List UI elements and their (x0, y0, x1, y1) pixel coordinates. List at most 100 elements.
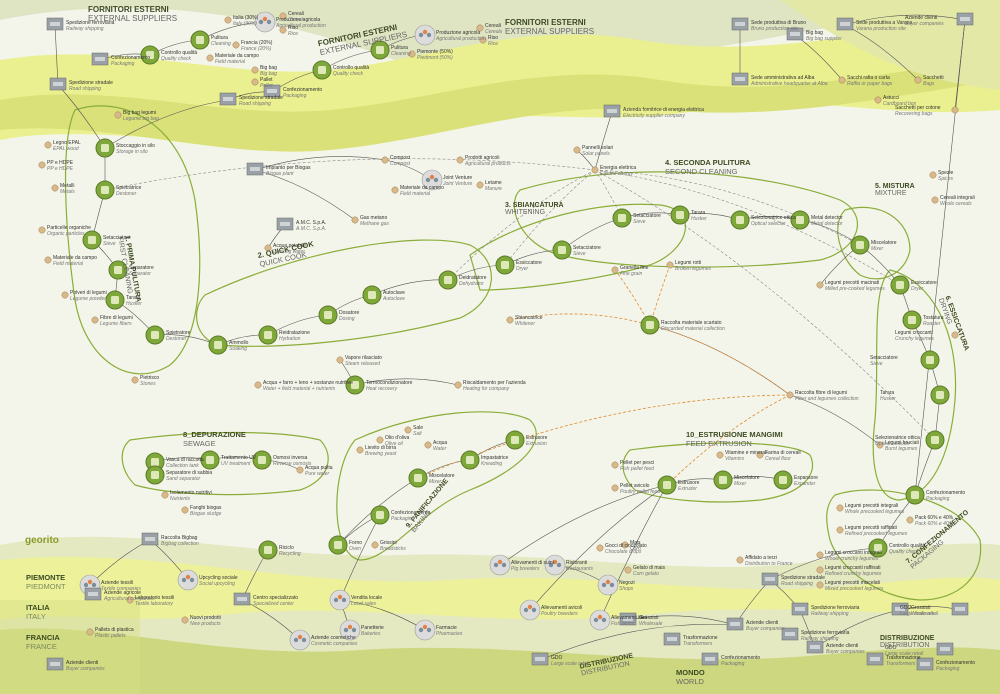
node-label: Cereali (485, 23, 501, 29)
node-label: Setacciatore (633, 213, 661, 219)
material-icon (126, 596, 134, 604)
node-sublabel: Piedmont (50%) (417, 55, 453, 61)
node-sublabel: Bags (923, 81, 935, 87)
node-sublabel: Biogas plant (266, 171, 294, 177)
node-label: Acqua potabile (273, 243, 307, 249)
node-sublabel: Collection tank (166, 463, 199, 469)
node-roaster (902, 310, 922, 330)
node-label: Riscaldamento per l'azienda (463, 380, 526, 386)
region-title: FRANCIA (26, 633, 60, 642)
node-label: Sbiancatrice (515, 315, 543, 321)
node-gdo-a (531, 652, 549, 666)
material-icon (91, 316, 99, 324)
node-sublabel: Pallet (260, 83, 273, 89)
material-icon (786, 391, 794, 399)
node-sublabel: Legume fibers (100, 321, 132, 327)
person-icon (347, 624, 353, 630)
material-icon (476, 181, 484, 189)
section-title: FORNITORI ESTERNI (88, 5, 169, 14)
node-label: Metal detector (811, 215, 843, 221)
node-sublabel: Hydration (279, 336, 301, 342)
node-label: Legumi precotti miscelati (825, 580, 881, 586)
flow-line-biogas_plant-to-methane_gas (254, 169, 356, 221)
material-icon (611, 266, 619, 274)
node-sublabel: Destoner (166, 336, 187, 342)
node-label: Francia (20%) (241, 40, 273, 46)
machine-glyph (111, 296, 119, 304)
node-alba-admin (731, 72, 749, 86)
machine-glyph (351, 381, 359, 389)
node-transformers-a (663, 632, 681, 646)
node-cardboard-box (874, 96, 882, 104)
person-icon (258, 19, 264, 25)
node-mixer-bake (408, 468, 428, 488)
node-steam (336, 356, 344, 364)
node-heat-recovery (345, 375, 365, 395)
node-sublabel: Agricultural companies (104, 596, 155, 602)
node-sublabel: Soaking (229, 346, 248, 352)
node-rice-b (479, 36, 487, 44)
node-sublabel: France (20%) (241, 46, 272, 52)
node-sublabel: Large scale retail (900, 611, 939, 617)
node-sublabel: Packaging (926, 496, 950, 502)
node-sublabel: Agricultural products (465, 161, 511, 167)
node-sublabel: Steam released (345, 361, 381, 367)
node-label: Selezionatrice ottica (751, 215, 796, 221)
material-icon (181, 616, 189, 624)
node-sublabel: Corn gelato (633, 571, 659, 577)
node-label: Trasformazione (683, 635, 718, 641)
node-sublabel: Dosing (339, 316, 355, 322)
machine-glyph (856, 241, 864, 249)
node-label: Raccolta Bigbag (161, 535, 198, 541)
person-icon (497, 559, 503, 565)
person-icon (556, 562, 562, 568)
node-sublabel: Olive oil (385, 441, 403, 447)
material-icon (479, 36, 487, 44)
node-quality-check-c (868, 538, 888, 558)
node-wood-pallet (44, 141, 52, 149)
node-label: Controllo qualità (333, 65, 370, 71)
node-label: Granella fine (620, 265, 649, 271)
node-gdo-b (951, 602, 969, 616)
node-organic-particles (38, 226, 46, 234)
person-icon (433, 177, 439, 183)
material-icon (44, 256, 52, 264)
node-sublabel: Heat recovery (366, 386, 398, 392)
node-label: Gocci di cioccolato (605, 543, 647, 549)
node-sublabel: Salt (413, 431, 422, 437)
node-sublabel: Field material (400, 191, 431, 197)
window-icon (88, 592, 98, 596)
machine-glyph (676, 211, 684, 219)
node-piemonte-50 (408, 50, 416, 58)
material-icon (391, 186, 399, 194)
node-sublabel: Spices (938, 176, 954, 182)
node-corn (621, 541, 629, 549)
node-vitamins (716, 451, 724, 459)
node-selector (730, 210, 750, 230)
node-label: Vasca di raccolta (166, 457, 204, 463)
machine-glyph (368, 291, 376, 299)
person-icon (418, 32, 424, 38)
node-label: Confezionamento (111, 55, 151, 61)
node-sublabel: Fish pellet feed (620, 466, 654, 472)
node-label: Sacchetti per cotone (895, 105, 941, 111)
